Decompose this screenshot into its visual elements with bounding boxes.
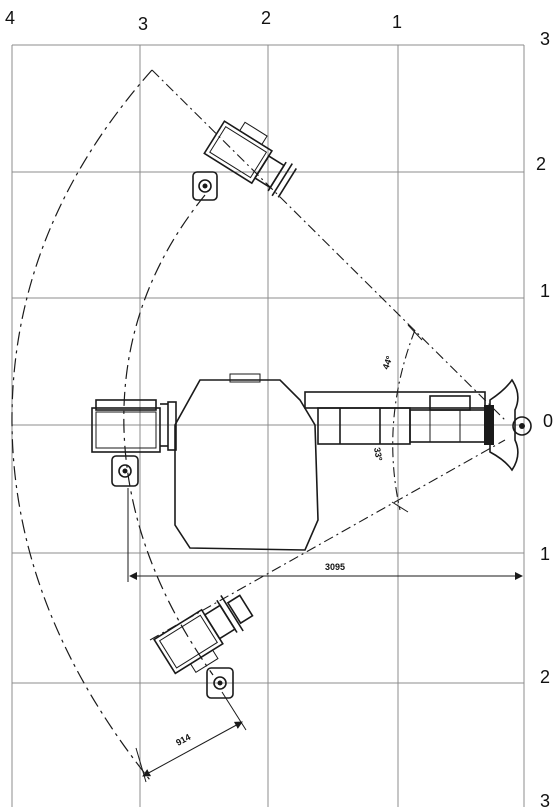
right-axis-label: 0 (543, 411, 553, 431)
upper-angle-label: 44º (380, 354, 394, 371)
top-axis-label: 1 (392, 12, 402, 32)
lower-angle-label: 33º (372, 447, 384, 463)
lower-basket-pivot (206, 667, 234, 699)
dimension-basket-offset (135, 691, 247, 783)
top-axis-label: 2 (261, 8, 271, 28)
upper-swing-limit-line (151, 69, 506, 421)
top-axis-label: 3 (138, 14, 148, 34)
center-basket (91, 399, 177, 453)
lower-swing-limit-line (149, 439, 506, 641)
right-axis-label: 2 (540, 667, 550, 687)
upper-basket (203, 120, 297, 198)
grid (11, 44, 525, 807)
top-axis-labels: 4 3 2 1 (5, 8, 402, 34)
basket-offset-value: 914 (174, 732, 192, 748)
overall-length-value: 3095 (325, 562, 345, 572)
chassis-body (174, 379, 319, 551)
inner-reach-arc (123, 194, 214, 676)
outer-reach-arc (11, 69, 153, 781)
lower-basket (153, 594, 254, 675)
center-basket-pivot (111, 455, 139, 487)
reach-envelope (11, 69, 506, 781)
upper-basket-pivot (192, 171, 218, 201)
right-axis-labels: 3 2 1 0 1 2 3 (536, 29, 553, 811)
dimension-overall-length (127, 488, 523, 582)
right-axis-label: 1 (540, 281, 550, 301)
right-axis-label: 3 (540, 791, 550, 807)
boom-head (484, 378, 532, 472)
top-axis-label: 4 (5, 8, 15, 28)
chassis-top-plate (229, 373, 261, 383)
angle-arc (392, 329, 416, 511)
angle-tick (391, 501, 409, 513)
angle-tick (407, 324, 423, 341)
right-axis-label: 2 (536, 154, 546, 174)
right-axis-label: 3 (540, 29, 550, 49)
right-axis-label: 1 (540, 544, 550, 564)
